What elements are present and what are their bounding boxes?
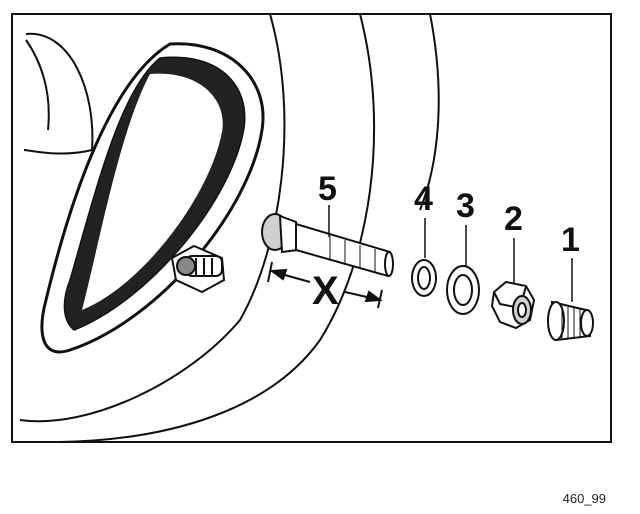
dimension-x	[267, 261, 383, 309]
washer-outer-part	[446, 265, 480, 315]
callout-3: 3	[456, 187, 475, 225]
washer-inner-part	[411, 259, 437, 297]
leader-lines	[328, 205, 573, 302]
callout-4: 4	[414, 180, 433, 218]
nut-part	[490, 280, 536, 330]
wheel-opening	[40, 42, 265, 354]
valve-stem-part	[261, 213, 394, 278]
callout-5: 5	[318, 170, 337, 208]
callout-1: 1	[561, 221, 580, 259]
figure-frame	[11, 13, 612, 443]
installed-valve	[170, 244, 226, 294]
dimension-label: X	[312, 269, 339, 313]
figure-code: 460_99	[562, 491, 606, 506]
callout-2: 2	[504, 200, 523, 238]
valve-cap-part	[547, 300, 594, 342]
wheel-rim	[19, 13, 440, 443]
